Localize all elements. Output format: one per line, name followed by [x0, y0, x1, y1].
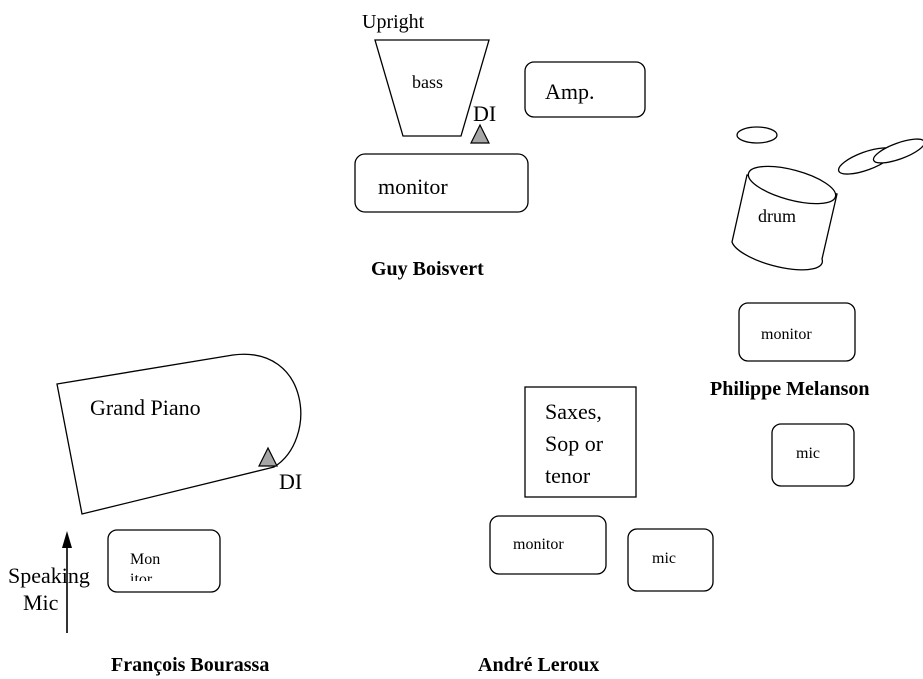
- sax-mic-box: [627, 528, 714, 592]
- grand-piano-label: Grand Piano: [90, 395, 201, 420]
- musician-andre-leroux: André Leroux: [478, 654, 599, 676]
- drum-monitor-label: monitor: [761, 326, 812, 343]
- cymbal-1-icon: [736, 126, 778, 144]
- speaking-label: Speaking: [8, 563, 90, 588]
- drum-mic-label: mic: [796, 445, 820, 462]
- cymbal-3-icon: [872, 138, 923, 164]
- bass-di-icon: [470, 123, 490, 144]
- grand-piano-shape: [56, 353, 302, 515]
- saxes-label-line1: Saxes,: [545, 399, 602, 424]
- upright-label: Upright: [362, 11, 425, 33]
- saxes-box: [524, 386, 637, 498]
- sax-mic-label: mic: [652, 550, 676, 567]
- musician-francois-bourassa: François Bourassa: [111, 654, 269, 676]
- drum-label: drum: [758, 206, 796, 226]
- musician-philippe-melanson: Philippe Melanson: [710, 378, 869, 400]
- bass-label: bass: [412, 72, 443, 92]
- speaking-mic-label: Mic: [23, 590, 59, 615]
- musician-guy-boisvert: Guy Boisvert: [371, 258, 484, 280]
- bass-monitor-label: monitor: [378, 174, 448, 199]
- sax-monitor-box: [489, 515, 607, 575]
- piano-di-label: DI: [279, 469, 302, 494]
- speaking-mic-arrow-icon: [62, 531, 72, 633]
- amp-label: Amp.: [545, 79, 595, 104]
- drum-icon: [731, 165, 838, 271]
- piano-di-icon: [258, 446, 278, 467]
- piano-monitor-box: [107, 529, 221, 593]
- piano-monitor-label-line1: Mon: [130, 551, 160, 568]
- bass-di-label: DI: [473, 101, 496, 126]
- bass-monitor-box: [354, 153, 529, 213]
- saxes-label-line2: Sop or: [545, 431, 604, 456]
- drum-mic-box: [771, 423, 855, 487]
- sax-monitor-label: monitor: [513, 536, 564, 553]
- saxes-label-line3: tenor: [545, 463, 591, 488]
- piano-monitor-label-line2: itor: [130, 571, 153, 588]
- bass-shape: [374, 39, 490, 137]
- drum-monitor-box: [738, 302, 856, 362]
- amp-box: [524, 61, 646, 118]
